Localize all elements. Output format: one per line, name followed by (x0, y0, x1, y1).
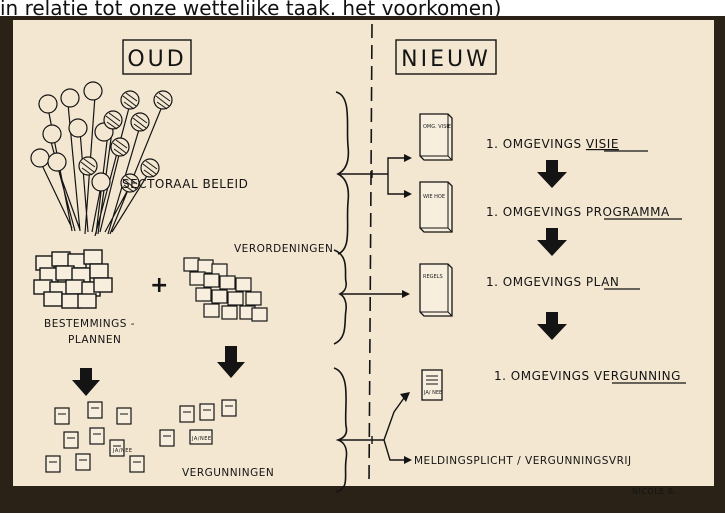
book-regels-icon: REGELS (419, 263, 453, 317)
arrow-down-icon (537, 160, 567, 188)
signature-text: NICOLE B. (632, 487, 677, 496)
arrow-down-icon (537, 228, 567, 256)
doc-label: WIE HOE (423, 194, 445, 200)
meldingsplicht-label: MELDINGSPLICHT / VERGUNNINGSVRIJ (414, 455, 632, 467)
sketch-sheet: OUD (0, 16, 725, 513)
arrow-right-icon (404, 154, 412, 198)
heading-new-text: NIEUW (401, 47, 491, 72)
connector-top (340, 157, 404, 195)
verordeningen-stack-icon (183, 257, 268, 322)
plus-sign: + (150, 273, 169, 298)
permit-janee-label: JA/NEE (191, 436, 212, 442)
doc-label: JA/ NEE (423, 390, 442, 396)
bestemmingsplannen-stack-icon (33, 249, 113, 309)
permit-documents-icon (45, 399, 237, 473)
arrow-right-icon (402, 290, 410, 298)
heading-new: NIEUW (395, 39, 497, 75)
vergunningen-label: VERGUNNINGEN (182, 467, 274, 479)
balloons-icon (30, 81, 173, 237)
brace-middle (333, 249, 347, 345)
doc-label: OMG. VISIE (423, 124, 451, 130)
bestemmingsplannen-label-line2: PLANNEN (68, 334, 121, 346)
permit-document-icon: JA/ NEE (421, 369, 443, 401)
sectoral-policy-label: SECTORAAL BELEID (122, 177, 248, 191)
heading-old: OUD (122, 39, 192, 75)
brace-bottom (333, 367, 348, 493)
arrow-down-icon (217, 346, 245, 378)
step-1-label: 1. OMGEVINGS VISIE (486, 137, 619, 151)
book-wie-hoe-icon: WIE HOE (419, 181, 453, 233)
connector-bottom (340, 397, 405, 461)
top-caption-text: in relatie tot onze wettelijke taak. het… (0, 0, 502, 18)
bestemmingsplannen-label-line1: BESTEMMINGS - (44, 318, 135, 330)
permit-janee-label: JA/NEE (112, 448, 133, 454)
step-2-label: 1. OMGEVINGS PROGRAMMA (486, 205, 670, 219)
book-omgevingsvisie-icon: OMG. VISIE (419, 113, 453, 161)
step-4-label: 1. OMGEVINGS VERGUNNING (494, 369, 681, 383)
permit-lines (49, 405, 233, 463)
heading-old-text: OUD (127, 47, 186, 72)
arrow-down-icon (537, 312, 567, 340)
brace-top (335, 91, 350, 255)
divider-line (368, 23, 373, 485)
doc-label: REGELS (423, 274, 443, 280)
arrow-down-icon (72, 368, 100, 396)
verordeningen-label: VERORDENINGEN (234, 243, 333, 255)
step-3-label: 1. OMGEVINGS PLAN (486, 275, 619, 289)
